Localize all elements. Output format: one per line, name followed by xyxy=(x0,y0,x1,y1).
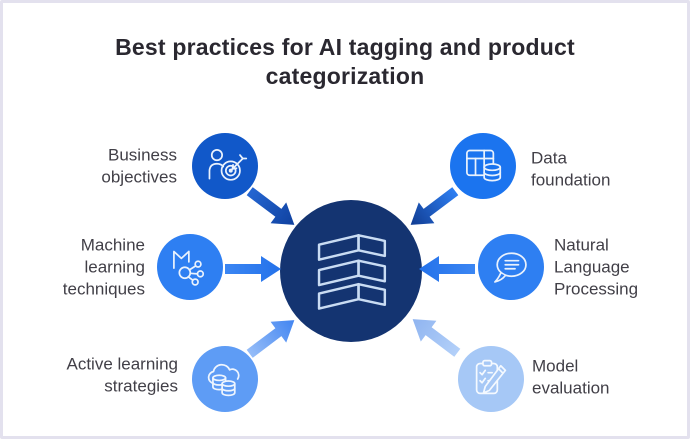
label-machine-learning-techniques: Machine learning techniques xyxy=(62,235,145,298)
center-node xyxy=(280,200,422,342)
label-natural-language-processing: Natural Language Processing xyxy=(554,235,639,298)
node-model-evaluation xyxy=(458,346,524,412)
book-network-icon xyxy=(173,250,205,286)
arrow-data-foundation-to-center xyxy=(410,187,459,225)
label-data-foundation: Data foundation xyxy=(531,148,611,189)
label-model-evaluation: Model evaluation xyxy=(532,356,610,397)
arrow-machine-learning-to-center xyxy=(225,256,281,282)
arrow-nlp-to-center xyxy=(419,256,475,282)
clipboard-pencil-icon xyxy=(475,359,507,395)
arrow-business-objectives-to-center xyxy=(246,187,295,225)
label-business-objectives: Business objectives xyxy=(101,145,177,186)
label-active-learning-strategies: Active learning strategies xyxy=(66,354,178,395)
table-database-icon xyxy=(466,149,502,182)
node-business-objectives xyxy=(192,133,258,199)
arrow-model-evaluation-to-center xyxy=(412,319,461,357)
person-target-icon xyxy=(208,149,248,181)
layers-stack-icon xyxy=(317,234,387,310)
node-active-learning-strategies xyxy=(192,346,258,412)
page-title: Best practices for AI tagging and produc… xyxy=(115,34,575,89)
cloud-databases-icon xyxy=(207,363,240,397)
speech-bubble-icon xyxy=(494,252,527,283)
node-machine-learning-techniques xyxy=(157,234,223,300)
node-data-foundation xyxy=(450,133,516,199)
node-natural-language-processing xyxy=(478,234,544,300)
arrow-active-learning-to-center xyxy=(246,320,295,358)
